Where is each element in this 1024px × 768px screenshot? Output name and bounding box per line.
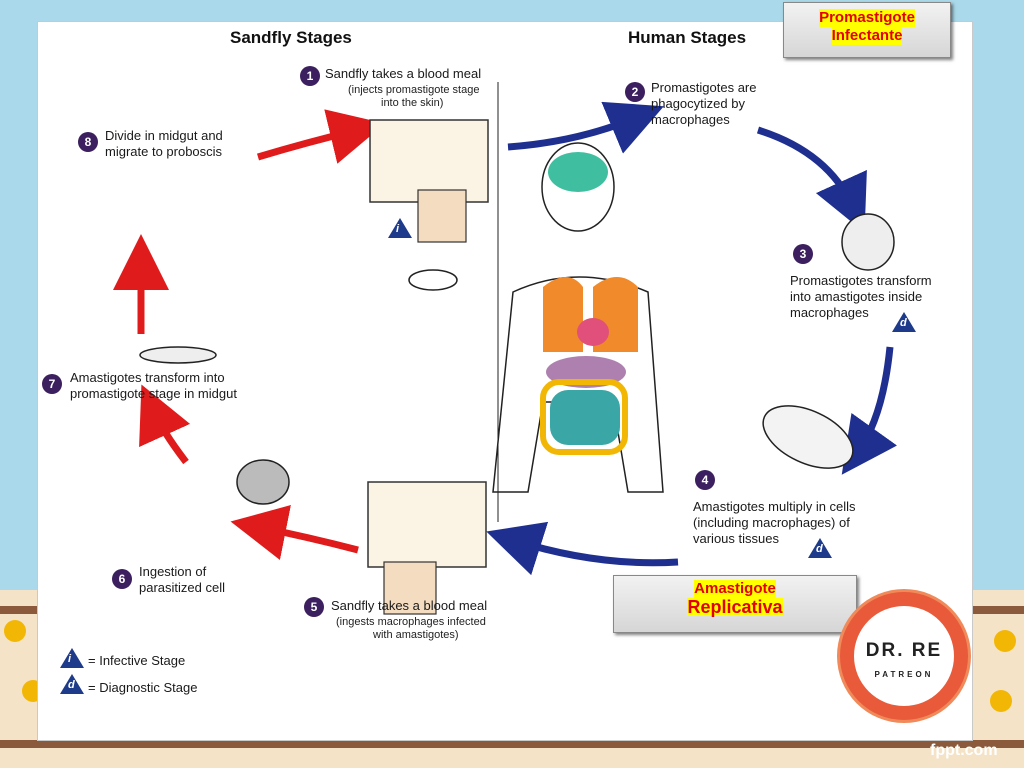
step-3-number: 3 bbox=[793, 244, 813, 264]
step-5-sub: (ingests macrophages infected bbox=[336, 616, 486, 628]
step-7-number: 7 bbox=[42, 374, 62, 394]
step-4-text: (including macrophages) of bbox=[693, 515, 850, 530]
parasitized-cell-6 bbox=[236, 459, 290, 505]
fppt-watermark: fppt.com bbox=[930, 742, 998, 759]
promastigote-sketch bbox=[408, 269, 458, 291]
step-4-text: Amastigotes multiply in cells bbox=[693, 499, 856, 514]
step-3-text: macrophages bbox=[790, 305, 869, 320]
skin-inset-top bbox=[417, 189, 467, 243]
arrow-1-to-2 bbox=[507, 101, 664, 154]
step-6-text: Ingestion of bbox=[139, 564, 207, 579]
promastigote-callout: Promastigote Infectante bbox=[783, 2, 951, 58]
step-2-text: Promastigotes are bbox=[651, 80, 757, 95]
footer-dot bbox=[4, 620, 26, 642]
step-6-text: parasitized cell bbox=[139, 580, 225, 595]
logo-subtitle: PATREON bbox=[874, 670, 934, 679]
promastigote-callout-line2: Infectante bbox=[831, 27, 903, 45]
human-stages-header: Human Stages bbox=[628, 28, 747, 47]
step-5-text: Sandfly takes a blood meal bbox=[331, 598, 488, 613]
skin-inset-bottom bbox=[383, 561, 437, 615]
arrow-2-to-3 bbox=[756, 126, 867, 233]
step-1-text: Sandfly takes a blood meal bbox=[325, 66, 482, 81]
macrophage-3 bbox=[841, 213, 895, 271]
human-head bbox=[541, 142, 615, 232]
logo-title: DR. RE bbox=[865, 640, 943, 661]
sandfly-stages-header: Sandfly Stages bbox=[230, 28, 352, 47]
amastigote-callout: Amastigote Replicativa bbox=[613, 575, 857, 633]
legend-infective-label: = Infective Stage bbox=[88, 653, 186, 668]
step-1-number: 1 bbox=[300, 66, 320, 86]
liver-lungs bbox=[543, 277, 583, 352]
step-2-text: phagocytized by bbox=[651, 96, 745, 111]
step-5-number: 5 bbox=[304, 597, 324, 617]
legend-diagnostic-icon: d bbox=[60, 674, 84, 694]
infective-stage-icon: i bbox=[388, 218, 412, 238]
step-2-text: macrophages bbox=[651, 112, 730, 127]
step-4-number: 4 bbox=[695, 470, 715, 490]
arrow-4-to-5 bbox=[486, 521, 679, 576]
arrow-8-to-1 bbox=[256, 109, 386, 164]
amastigote-callout-line2: Replicativa bbox=[687, 597, 783, 617]
step-5-sub: with amastigotes) bbox=[373, 629, 459, 641]
footer-stripe bbox=[0, 740, 1024, 748]
arrow-5-to-6 bbox=[230, 505, 359, 560]
promastigote-callout-line1: Promastigote bbox=[819, 9, 915, 27]
heart bbox=[577, 318, 609, 346]
step-7-text: Amastigotes transform into bbox=[70, 370, 225, 385]
colon bbox=[540, 379, 628, 455]
footer-dot bbox=[994, 630, 1016, 652]
skin-box-bottom bbox=[367, 481, 487, 568]
intestines bbox=[550, 390, 620, 445]
step-2-number: 2 bbox=[625, 82, 645, 102]
arrow-3-to-4 bbox=[841, 346, 898, 475]
step-7-text: promastigote stage in midgut bbox=[70, 386, 237, 401]
diagnostic-stage-icon: d bbox=[808, 538, 832, 558]
step-3-text: into amastigotes inside bbox=[790, 289, 923, 304]
step-1-sub: (injects promastigote stage bbox=[348, 84, 480, 96]
step-8-text: Divide in midgut and bbox=[105, 128, 223, 143]
step-8-number: 8 bbox=[78, 132, 98, 152]
step-6-number: 6 bbox=[112, 569, 132, 589]
amastigote-callout-line1: Amastigote bbox=[694, 580, 776, 598]
arrow-6-to-7 bbox=[139, 384, 191, 465]
tissue-cell-4 bbox=[762, 405, 854, 469]
promastigote-7 bbox=[139, 346, 217, 364]
step-3-text: Promastigotes transform bbox=[790, 273, 932, 288]
skin-box-top bbox=[369, 119, 489, 203]
legend-diagnostic-label: = Diagnostic Stage bbox=[88, 680, 198, 695]
legend-infective-icon: i bbox=[60, 648, 84, 668]
footer-dot bbox=[990, 690, 1012, 712]
diagram-graphics bbox=[113, 82, 898, 615]
step-4-text: various tissues bbox=[693, 531, 779, 546]
step-8-text: migrate to proboscis bbox=[105, 144, 223, 159]
diagnostic-stage-icon: d bbox=[892, 312, 916, 332]
brain bbox=[548, 152, 608, 192]
step-1-sub: into the skin) bbox=[381, 97, 444, 109]
dr-re-logo: DR. RE PATREON bbox=[840, 592, 968, 720]
